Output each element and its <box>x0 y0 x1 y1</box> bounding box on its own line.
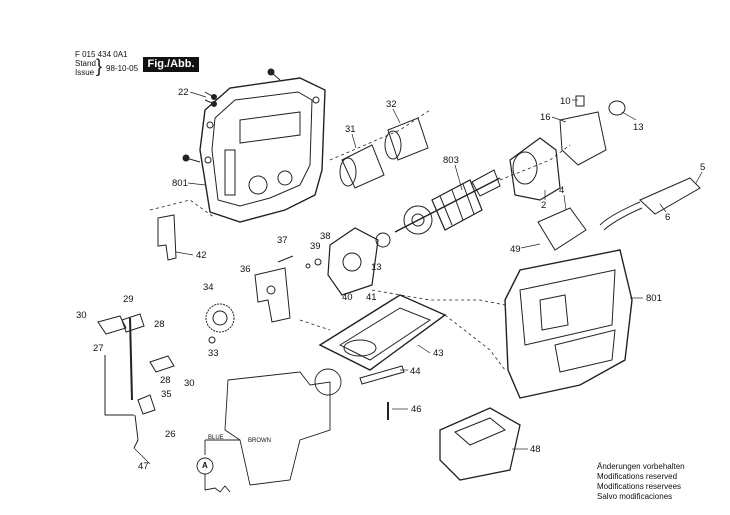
part-label: 37 <box>277 235 288 246</box>
figure-label: Fig./Abb. 1 <box>143 57 199 85</box>
part-label: 33 <box>208 348 219 359</box>
issue-date: 98-10-05 <box>106 64 139 73</box>
stand-label: Stand <box>75 59 96 68</box>
part-label: 44 <box>410 366 421 377</box>
note-line: Salvo modificaciones <box>597 492 673 501</box>
part-label: 42 <box>196 250 207 261</box>
part-label: 35 <box>161 389 172 400</box>
wire-label-brown: BROWN <box>248 438 271 444</box>
part-label: 30 <box>76 310 87 321</box>
document-number: F 015 434 0A1 <box>75 50 128 59</box>
brace: } <box>96 56 103 76</box>
part-label: 48 <box>530 444 541 455</box>
revision-notes: Änderungen vorbehalten Modifications res… <box>597 462 685 502</box>
part-label: 34 <box>203 282 214 293</box>
note-line: Änderungen vorbehalten <box>597 462 685 471</box>
part-10-brush <box>575 95 585 107</box>
wire-label-blue: BLUE <box>208 435 224 441</box>
part-label: 5 <box>700 162 706 173</box>
part-label: 22 <box>178 87 189 98</box>
motor-symbol-label: A <box>202 461 208 470</box>
part-label: 27 <box>93 343 104 354</box>
part-label: 49 <box>510 244 521 255</box>
part-label: 38 <box>320 231 331 242</box>
brush-holder <box>559 111 607 166</box>
power-cord <box>639 177 701 215</box>
part-label: 29 <box>123 294 134 305</box>
assembly-guides <box>149 109 571 371</box>
note-line: Modifications reserved <box>597 472 678 481</box>
armature <box>394 169 501 235</box>
wiring-schematic <box>196 368 342 493</box>
housing-left <box>182 68 326 223</box>
cover-48 <box>439 407 521 481</box>
plunger-assembly <box>97 313 175 449</box>
issue-label: Issue <box>75 68 95 77</box>
part-33 <box>208 336 216 344</box>
part-label: 13 <box>633 122 644 133</box>
part-42-bracket <box>157 214 177 261</box>
part-label: 2 <box>541 200 547 211</box>
part-label: 41 <box>366 292 377 303</box>
note-line: Modifications reservees <box>597 482 682 491</box>
part-label: 32 <box>386 99 397 110</box>
plunger-guide <box>254 267 291 323</box>
part-label: 43 <box>433 348 444 359</box>
part-label: 10 <box>560 96 571 107</box>
gear-34 <box>205 303 235 333</box>
part-13-bearing <box>608 100 626 116</box>
part-label: 28 <box>160 375 171 386</box>
field-stator <box>509 137 561 201</box>
part-label: 16 <box>540 112 551 123</box>
part-label: 31 <box>345 124 356 135</box>
gear-housing <box>277 227 391 296</box>
part-label: 4 <box>559 185 565 196</box>
part-label: 30 <box>184 378 195 389</box>
part-label: 803 <box>443 155 459 166</box>
part-label: 28 <box>154 319 165 330</box>
part-44 <box>359 365 405 385</box>
part-label: 13 <box>371 262 382 273</box>
part-label: 801 <box>646 293 662 304</box>
part-label: 46 <box>411 404 422 415</box>
housing-right <box>504 249 633 399</box>
part-label: 26 <box>165 429 176 440</box>
part-label: 36 <box>240 264 251 275</box>
switch <box>537 207 587 251</box>
base-plate <box>318 294 447 371</box>
part-label: 47 <box>138 461 149 472</box>
part-label: 39 <box>310 241 321 252</box>
part-label: 801 <box>172 178 188 189</box>
bushings <box>339 117 429 189</box>
part-label: 40 <box>342 292 353 303</box>
part-label: 6 <box>665 212 671 223</box>
